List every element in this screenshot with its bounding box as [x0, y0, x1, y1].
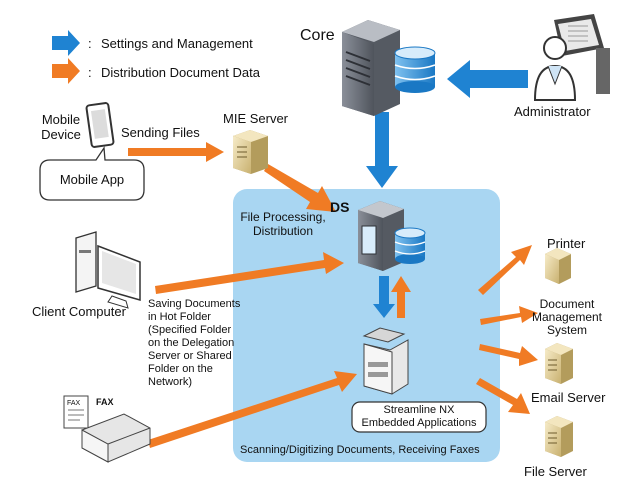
mie-to-ds-arrow	[264, 164, 336, 212]
ds-database-icon	[394, 227, 426, 264]
mobile-to-mie-arrow	[128, 142, 224, 162]
file-server-box-icon	[545, 416, 573, 457]
fax-machine-icon	[63, 395, 151, 463]
administrator-icon	[533, 14, 610, 101]
legend-blue-label: Settings and Management	[101, 36, 253, 51]
mie-server-box-icon	[233, 130, 268, 174]
admin-to-core-arrow	[447, 60, 528, 98]
monitor-icon	[75, 231, 141, 309]
tablet-icon	[85, 102, 115, 148]
to-printer-arrow	[478, 245, 532, 295]
legend-blue-arrow-icon	[52, 30, 80, 56]
to-dms-arrow	[480, 306, 538, 325]
file-server-label: File Server	[524, 464, 587, 479]
multifunction-printer-icon	[362, 327, 409, 395]
legend-blue-separator: :	[88, 36, 92, 51]
mie-server-label: MIE Server	[223, 111, 289, 126]
administrator-label: Administrator	[514, 104, 591, 119]
core-label: Core	[300, 27, 335, 44]
ds-server-icon	[358, 201, 404, 271]
scanning-label: Scanning/Digitizing Documents, Receiving…	[240, 444, 480, 456]
file-processing-label: File Processing,Distribution	[240, 210, 326, 238]
sending-files-label: Sending Files	[121, 125, 200, 140]
fax-label: FAX	[96, 397, 114, 407]
fax-to-mfp-arrow	[148, 371, 357, 448]
mobile-app-callout	[39, 146, 145, 201]
core-to-ds-arrow	[366, 112, 398, 188]
legend-orange-arrow-icon	[52, 58, 80, 84]
client-to-ds-arrow	[155, 252, 344, 294]
ds-to-mfp-arrow	[373, 276, 395, 318]
printer-box-icon	[545, 248, 571, 284]
streamline-label-box	[351, 401, 487, 433]
printer-label: Printer	[547, 236, 586, 251]
to-file-server-arrow	[476, 378, 530, 414]
ds-label: DS	[330, 199, 350, 215]
server-tower-icon	[342, 20, 400, 116]
mobile-app-label: Mobile App	[59, 172, 125, 187]
fax-paper-label: FAX	[67, 400, 81, 407]
legend-orange-label: Distribution Document Data	[101, 65, 260, 80]
to-email-arrow	[479, 344, 538, 366]
core-database-icon	[394, 46, 436, 93]
saving-documents-label: Saving Documents in Hot Folder (Specifie…	[148, 298, 241, 388]
email-server-box-icon	[545, 343, 573, 384]
legend-orange-separator: :	[88, 65, 92, 80]
email-server-label: Email Server	[531, 390, 606, 405]
mfp-to-ds-arrow	[391, 276, 411, 318]
client-computer-label: Client Computer	[32, 304, 126, 319]
